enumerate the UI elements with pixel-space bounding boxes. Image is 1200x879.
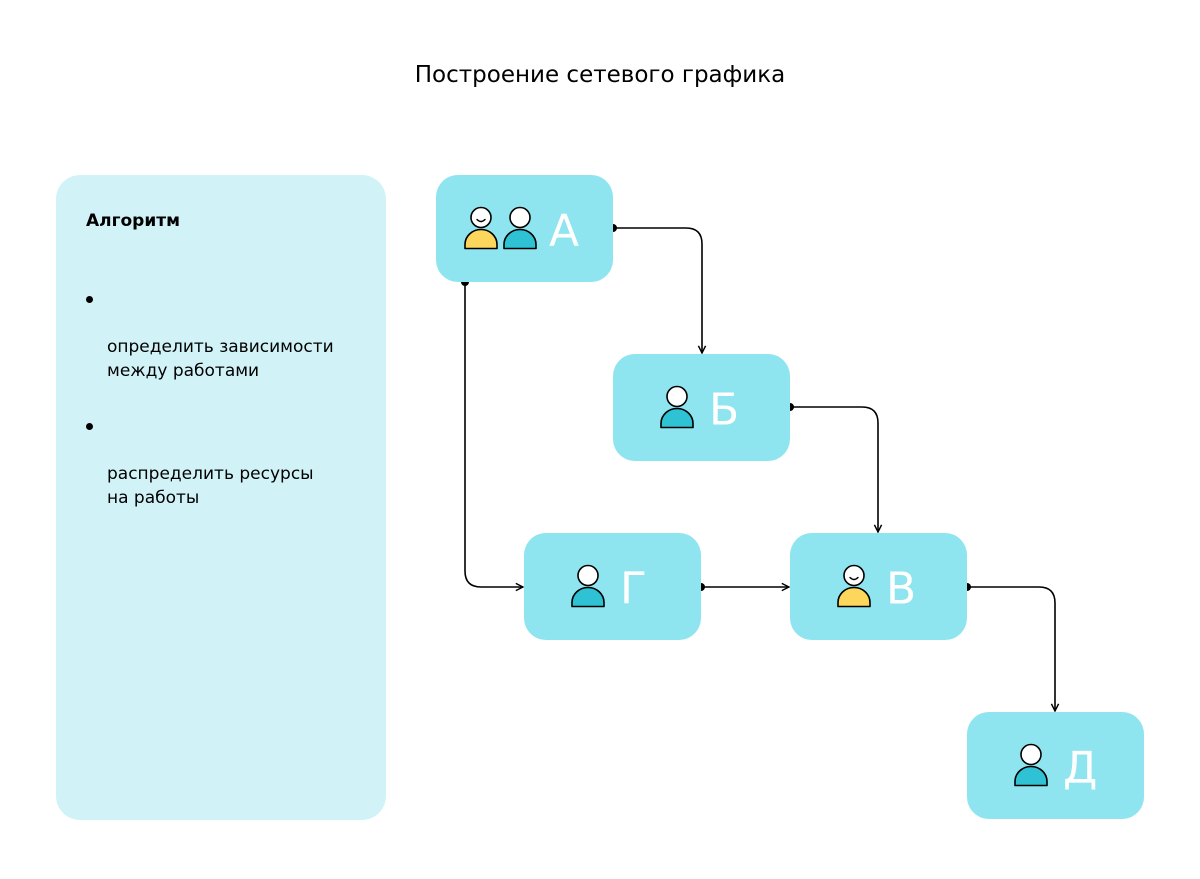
person-icon [1014, 743, 1048, 787]
edge-arrow [464, 282, 523, 587]
edge-v-d [963, 583, 1055, 711]
person-icon [660, 385, 694, 429]
edge-arrow [967, 586, 1055, 711]
node-b: Б [613, 354, 790, 461]
node-box [790, 533, 967, 640]
edge-arrow [790, 406, 878, 532]
node-box [436, 175, 613, 282]
node-label: Б [709, 385, 739, 436]
algorithm-steps: определить зависимости между работами ра… [86, 287, 376, 541]
algorithm-panel: Алгоритм определить зависимости между ра… [56, 175, 386, 820]
bullet-icon [86, 296, 93, 303]
algorithm-step-text: определить зависимости между работами [107, 337, 334, 381]
algorithm-heading: Алгоритм [86, 211, 180, 231]
edge-a-g [461, 278, 523, 587]
node-label: Г [620, 564, 647, 615]
node-label: В [886, 564, 916, 615]
bullet-icon [86, 423, 93, 430]
node-v: В [790, 533, 967, 640]
edge-b-v [786, 403, 878, 532]
node-box [967, 712, 1144, 819]
node-g: Г [524, 533, 701, 640]
edge-arrow [613, 227, 702, 353]
node-label: А [549, 206, 579, 257]
algorithm-step-text: распределить ресурсы на работы [107, 464, 314, 508]
person-icon [837, 564, 871, 608]
person-icon [503, 206, 537, 250]
algorithm-step: распределить ресурсы на работы [86, 414, 376, 510]
node-label: Д [1063, 743, 1097, 794]
diagram-title: Построение сетевого графика [414, 62, 786, 88]
edge-a-b [609, 224, 702, 353]
nodes-layer: А Б Г В Д [436, 175, 1144, 819]
edge-g-v [697, 583, 789, 591]
node-a: А [436, 175, 613, 282]
node-d: Д [967, 712, 1144, 819]
algorithm-step: определить зависимости между работами [86, 287, 376, 383]
person-icon [464, 206, 498, 250]
node-box [524, 533, 701, 640]
node-box [613, 354, 790, 461]
person-icon [571, 564, 605, 608]
